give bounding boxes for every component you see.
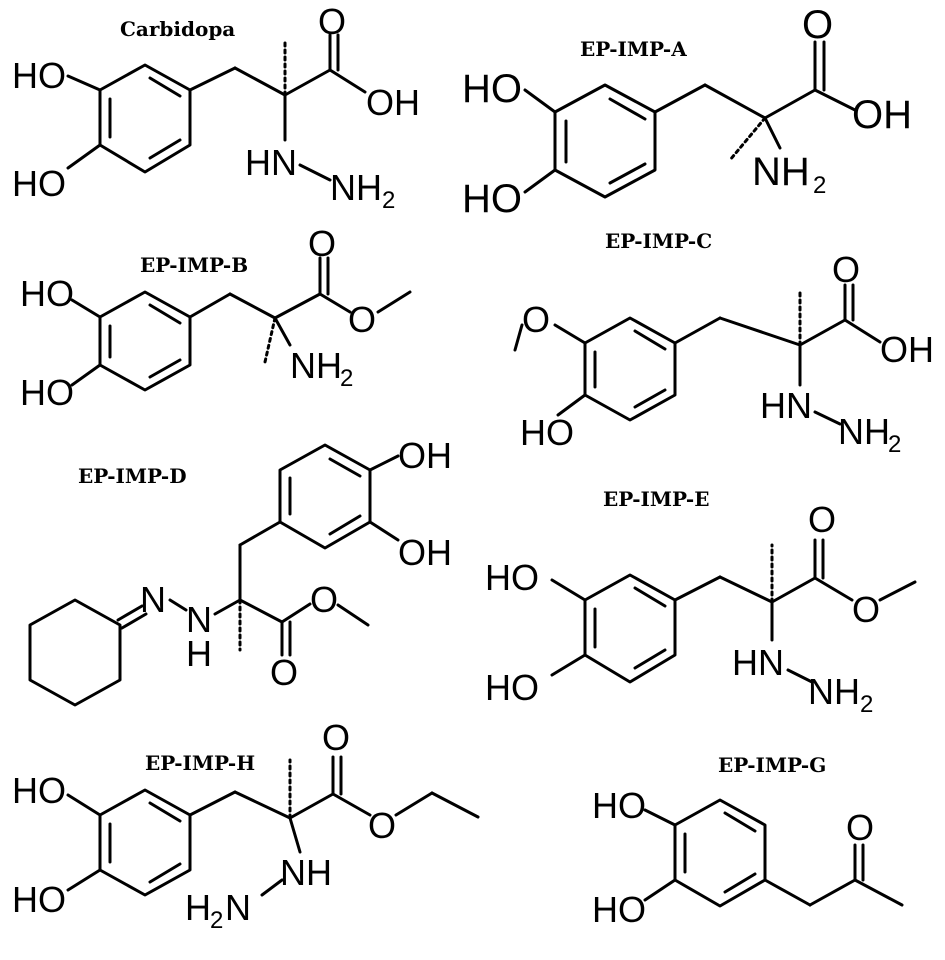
atom-nh: NH xyxy=(330,167,382,208)
atom-ho-1: HO xyxy=(592,785,646,826)
atom-ho-1: HO xyxy=(12,55,66,96)
structure-ep-imp-g: EP-IMP-G HO HO O xyxy=(592,753,904,930)
atom-oh: OH xyxy=(366,82,420,123)
atom-sub2: 2 xyxy=(340,365,353,392)
atom-o: O xyxy=(832,249,860,290)
atom-o-ester: O xyxy=(368,805,396,846)
atom-o: O xyxy=(846,807,874,848)
atom-o: O xyxy=(318,1,346,42)
atom-o-carbonyl: O xyxy=(322,717,350,758)
label-ep-imp-e: EP-IMP-E xyxy=(603,487,709,511)
atom-ho-2: HO xyxy=(592,889,646,930)
atom-hn: HN xyxy=(245,142,297,183)
atom-ho-2: HO xyxy=(485,667,539,708)
atom-o-carbonyl: O xyxy=(308,223,336,264)
atom-nh: NH xyxy=(838,411,890,452)
atom-oh-1: OH xyxy=(398,435,452,476)
atom-hn: HN xyxy=(760,385,812,426)
atom-nh: NH xyxy=(280,852,332,893)
atom-oh-2: OH xyxy=(398,532,452,573)
label-ep-imp-a: EP-IMP-A xyxy=(580,37,687,61)
structure-ep-imp-c: EP-IMP-C O HO O OH HN NH 2 xyxy=(513,229,934,458)
structure-ep-imp-b: EP-IMP-B HO HO O O NH 2 xyxy=(20,223,412,413)
atom-sub2: 2 xyxy=(888,431,901,458)
atom-ho-1: HO xyxy=(12,770,66,811)
atom-sub2: 2 xyxy=(813,172,826,199)
atom-ho: HO xyxy=(520,412,574,453)
structure-ep-imp-e: EP-IMP-E HO HO O O HN NH 2 xyxy=(485,487,917,718)
atom-ho-1: HO xyxy=(485,557,539,598)
atom-o-carbonyl: O xyxy=(808,499,836,540)
atom-o-ester: O xyxy=(348,299,376,340)
atom-o-ester: O xyxy=(852,589,880,630)
label-ep-imp-g: EP-IMP-G xyxy=(718,753,826,777)
atom-sub2: 2 xyxy=(210,907,223,934)
atom-ho-2: HO xyxy=(12,163,66,204)
atom-ho-2: HO xyxy=(12,879,66,920)
label-carbidopa: Carbidopa xyxy=(120,17,235,41)
atom-nh: NH xyxy=(290,345,342,386)
structure-ep-imp-h: EP-IMP-H HO HO O O NH H 2 N xyxy=(12,717,480,934)
atom-o-ester: O xyxy=(310,579,338,620)
structure-ep-imp-d: EP-IMP-D OH OH O O N H N xyxy=(28,435,452,707)
atom-n-imine: N xyxy=(140,579,166,620)
atom-nh: NH xyxy=(752,150,810,194)
structure-carbidopa: Carbidopa HO HO O OH HN NH 2 xyxy=(12,1,420,214)
atom-o-carbonyl: O xyxy=(270,652,298,693)
atom-nh: NH xyxy=(808,671,860,712)
label-ep-imp-h: EP-IMP-H xyxy=(145,751,255,775)
atom-o: O xyxy=(802,3,833,47)
atom-ho-2: HO xyxy=(462,177,522,221)
atom-h2n-h: H xyxy=(185,887,211,928)
atom-o-methoxy: O xyxy=(522,299,550,340)
atom-hn: HN xyxy=(732,642,784,683)
label-ep-imp-d: EP-IMP-D xyxy=(78,464,187,488)
atom-sub2: 2 xyxy=(860,691,873,718)
atom-oh: OH xyxy=(852,93,912,137)
atom-oh: OH xyxy=(880,329,934,370)
label-ep-imp-b: EP-IMP-B xyxy=(140,253,248,277)
atom-ho-2: HO xyxy=(20,372,74,413)
atom-n: N xyxy=(186,599,212,640)
atom-h2n-n: N xyxy=(225,887,251,928)
atom-ho-1: HO xyxy=(20,273,74,314)
atom-h: H xyxy=(186,633,212,674)
label-ep-imp-c: EP-IMP-C xyxy=(605,229,712,253)
structure-ep-imp-a: EP-IMP-A HO HO O OH NH 2 xyxy=(462,3,912,221)
atom-sub2: 2 xyxy=(382,187,395,214)
atom-ho-1: HO xyxy=(462,67,522,111)
